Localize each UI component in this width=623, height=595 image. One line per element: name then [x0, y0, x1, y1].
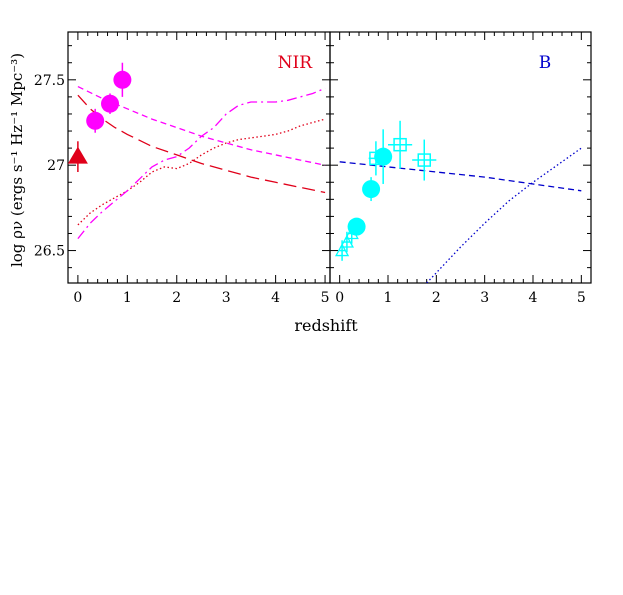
x-tick-label: 4	[529, 290, 538, 306]
y-tick-label: 27	[47, 158, 65, 174]
y-tick-label: 27.5	[34, 73, 65, 89]
x-tick-label: 5	[577, 290, 586, 306]
right-data-points	[334, 120, 437, 261]
y-tick-label: 26.5	[34, 244, 65, 260]
x-tick-label: 3	[222, 290, 231, 306]
long-dash-model-line	[77, 94, 326, 194]
data-point-square	[369, 151, 383, 166]
x-tick-label: 5	[321, 290, 330, 306]
right-axis-ticks: 0 1 2 3 4 5	[330, 32, 591, 306]
data-point-square	[393, 137, 407, 152]
left-data-points	[67, 62, 132, 173]
data-point-circle	[101, 94, 120, 113]
data-point-triangle	[67, 146, 88, 164]
dash-dot-model-line	[77, 87, 326, 240]
right-panel-label: B	[539, 53, 552, 73]
short-dash-model-line	[339, 161, 582, 192]
x-tick-label: 2	[432, 290, 441, 306]
x-tick-label: 1	[123, 290, 132, 306]
data-point-circle	[113, 70, 132, 89]
x-tick-label: 0	[73, 290, 82, 306]
data-point-open-triangle	[344, 226, 359, 240]
left-model-curves	[77, 86, 326, 240]
right-panel-frame	[329, 31, 592, 284]
x-tick-label: 2	[172, 290, 181, 306]
data-point-circle	[86, 111, 105, 130]
dotted-model-line	[77, 118, 326, 226]
left-panel-label: NIR	[278, 53, 314, 73]
x-axis-label: redshift	[294, 316, 358, 335]
y-axis-label: log ρν (ergs s⁻¹ Hz⁻¹ Mpc⁻³)	[8, 53, 26, 267]
data-point-open-triangle	[334, 243, 350, 257]
data-point-open-triangle	[339, 234, 355, 248]
x-tick-label: 0	[335, 290, 344, 306]
left-axis-ticks: 0 1 2 3 4 5 26.5 27 27.5	[34, 32, 330, 306]
data-point-square	[417, 153, 431, 167]
x-tick-label: 4	[271, 290, 280, 306]
right-model-curves	[339, 147, 582, 283]
data-point-circle	[362, 180, 381, 199]
dotted-model-line	[426, 147, 582, 283]
x-tick-label: 1	[384, 290, 393, 306]
x-tick-label: 3	[480, 290, 489, 306]
data-point-circle	[374, 147, 393, 166]
